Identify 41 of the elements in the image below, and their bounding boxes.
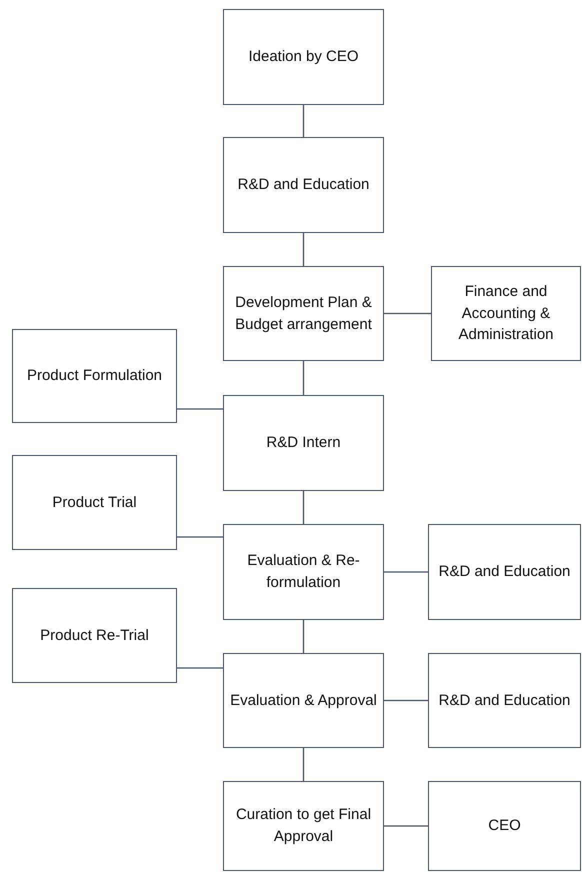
- connector-line: [302, 620, 304, 653]
- process-box: [428, 653, 581, 748]
- connector-line: [302, 361, 304, 395]
- box-label: Ideation by CEO: [248, 47, 359, 68]
- process-box: [12, 588, 177, 683]
- process-box: [223, 395, 384, 491]
- process-box: [223, 781, 384, 871]
- process-box: [12, 455, 177, 550]
- box-label: Evaluation & Re-formulation: [246, 551, 361, 593]
- box-label: R&D and Education: [438, 562, 570, 582]
- connector-line: [384, 825, 428, 827]
- process-box: [223, 266, 384, 361]
- box-label: R&D and Education: [438, 690, 570, 711]
- connector-line: [177, 536, 223, 538]
- box-label: Product Re-Trial: [40, 626, 149, 646]
- connector-line: [302, 491, 304, 524]
- connector-line: [302, 233, 304, 266]
- process-box: [223, 653, 384, 748]
- box-label: Development Plan & Budget arrangement: [234, 292, 373, 334]
- connector-line: [384, 571, 428, 573]
- process-box: [223, 137, 384, 233]
- process-box: [223, 9, 384, 105]
- box-label: R&D and Education: [238, 175, 370, 196]
- connector-line: [302, 748, 304, 781]
- box-label: Product Trial: [52, 492, 137, 513]
- box-label: Evaluation & Approval: [230, 690, 377, 711]
- connector-line: [384, 312, 431, 314]
- connector-line: [177, 408, 223, 410]
- box-label: Finance and Accounting & Administration: [457, 282, 555, 346]
- process-box: [223, 524, 384, 620]
- connector-line: [384, 700, 428, 702]
- process-box: [12, 329, 177, 423]
- process-box: [428, 781, 581, 871]
- box-label: Product Formulation: [26, 366, 162, 386]
- box-label: Curation to get Final Approval: [234, 805, 372, 847]
- box-label: R&D Intern: [266, 433, 341, 454]
- connector-line: [177, 667, 223, 669]
- process-box: [431, 266, 581, 361]
- connector-line: [302, 105, 304, 137]
- process-box: [428, 524, 581, 620]
- box-label: CEO: [488, 816, 521, 836]
